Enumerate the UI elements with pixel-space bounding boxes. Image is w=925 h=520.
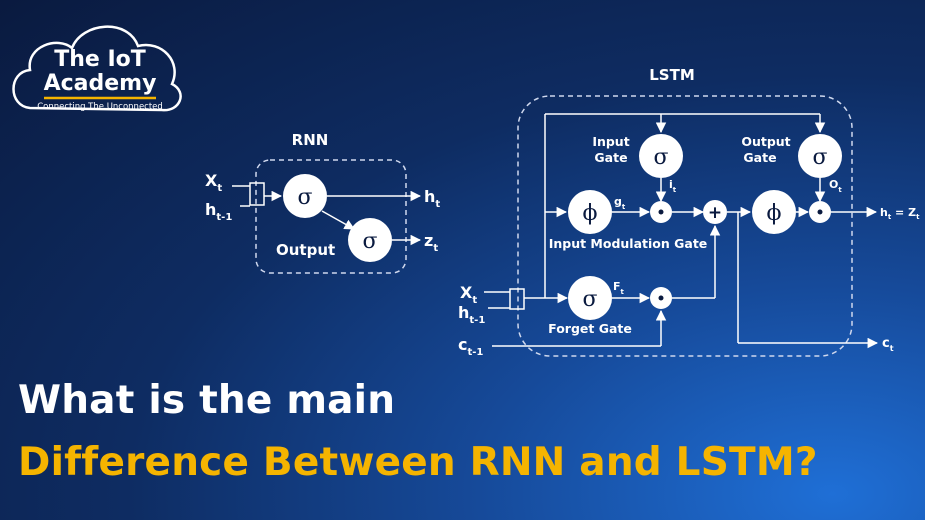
lstm-output-gate-node bbox=[798, 134, 842, 178]
lstm-title: LSTM bbox=[649, 66, 695, 84]
rnn-input-x-label: Xt bbox=[205, 171, 222, 194]
rnn-input-merge bbox=[249, 182, 265, 206]
rnn-input-h-label: ht-1 bbox=[205, 200, 232, 223]
lstm-i-label: it bbox=[669, 178, 677, 194]
lstm-output-phi-node bbox=[752, 190, 796, 234]
rnn-sigma-node bbox=[283, 174, 327, 218]
lstm-f-label: Ft bbox=[613, 280, 625, 296]
lstm-forget-mult-dot bbox=[658, 295, 664, 301]
lstm-modulation-node bbox=[568, 190, 612, 234]
lstm-box bbox=[517, 95, 853, 357]
lstm-input-merge bbox=[509, 288, 525, 310]
lstm-input-gate-symbol: σ bbox=[653, 145, 668, 170]
logo-title-line2: Academy bbox=[43, 71, 157, 96]
lstm-output-phi-symbol: ϕ bbox=[767, 201, 782, 226]
lstm-forget-gate-label: Forget Gate bbox=[548, 321, 632, 336]
lstm-modulation-label: Input Modulation Gate bbox=[549, 236, 708, 251]
lstm-output-gate-label-1: Output bbox=[741, 134, 790, 149]
lstm-input-c-label: ct-1 bbox=[458, 335, 483, 358]
lstm-input-mult-dot bbox=[658, 209, 664, 215]
lstm-plus-symbol: + bbox=[708, 203, 722, 223]
rnn-output-label: Output bbox=[276, 241, 335, 259]
lstm-forget-gate-node bbox=[568, 276, 612, 320]
lstm-g-label: gt bbox=[614, 195, 626, 211]
lstm-forget-gate-symbol: σ bbox=[582, 287, 597, 312]
lstm-input-gate-label-1: Input bbox=[592, 134, 629, 149]
rnn-output-z-label: zt bbox=[424, 231, 438, 254]
rnn-title: RNN bbox=[292, 131, 329, 149]
logo-title: The IoT Academy bbox=[40, 48, 160, 96]
lstm-output-gate-symbol: σ bbox=[812, 145, 827, 170]
lstm-input-gate-label-2: Gate bbox=[594, 150, 627, 165]
headline-line2: Difference Between RNN and LSTM? bbox=[18, 440, 818, 485]
lstm-output-c-label: ct bbox=[882, 336, 894, 353]
lstm-output-gate-label-2: Gate bbox=[743, 150, 776, 165]
logo-tagline: Connecting The Unconnected bbox=[37, 102, 163, 112]
rnn-output-sigma-symbol: σ bbox=[362, 229, 377, 254]
rnn-diag-arrow bbox=[321, 210, 355, 230]
lstm-o-label: Ot bbox=[829, 178, 842, 194]
logo-title-line1: The IoT bbox=[54, 47, 146, 72]
lstm-plus-node bbox=[703, 200, 727, 224]
lstm-modulation-symbol: ϕ bbox=[583, 201, 598, 226]
lstm-output-h-label: ht = Zt bbox=[880, 206, 920, 221]
headline-line1: What is the main bbox=[18, 378, 396, 423]
rnn-sigma-symbol: σ bbox=[297, 185, 312, 210]
rnn-output-h-label: ht bbox=[424, 187, 440, 210]
rnn-output-sigma-node bbox=[348, 218, 392, 262]
lstm-input-x-label: Xt bbox=[460, 283, 477, 306]
lstm-input-gate-node bbox=[639, 134, 683, 178]
logo-cloud-outline bbox=[12, 25, 182, 112]
lstm-input-h-label: ht-1 bbox=[458, 303, 485, 326]
lstm-output-mult-dot bbox=[817, 209, 823, 215]
